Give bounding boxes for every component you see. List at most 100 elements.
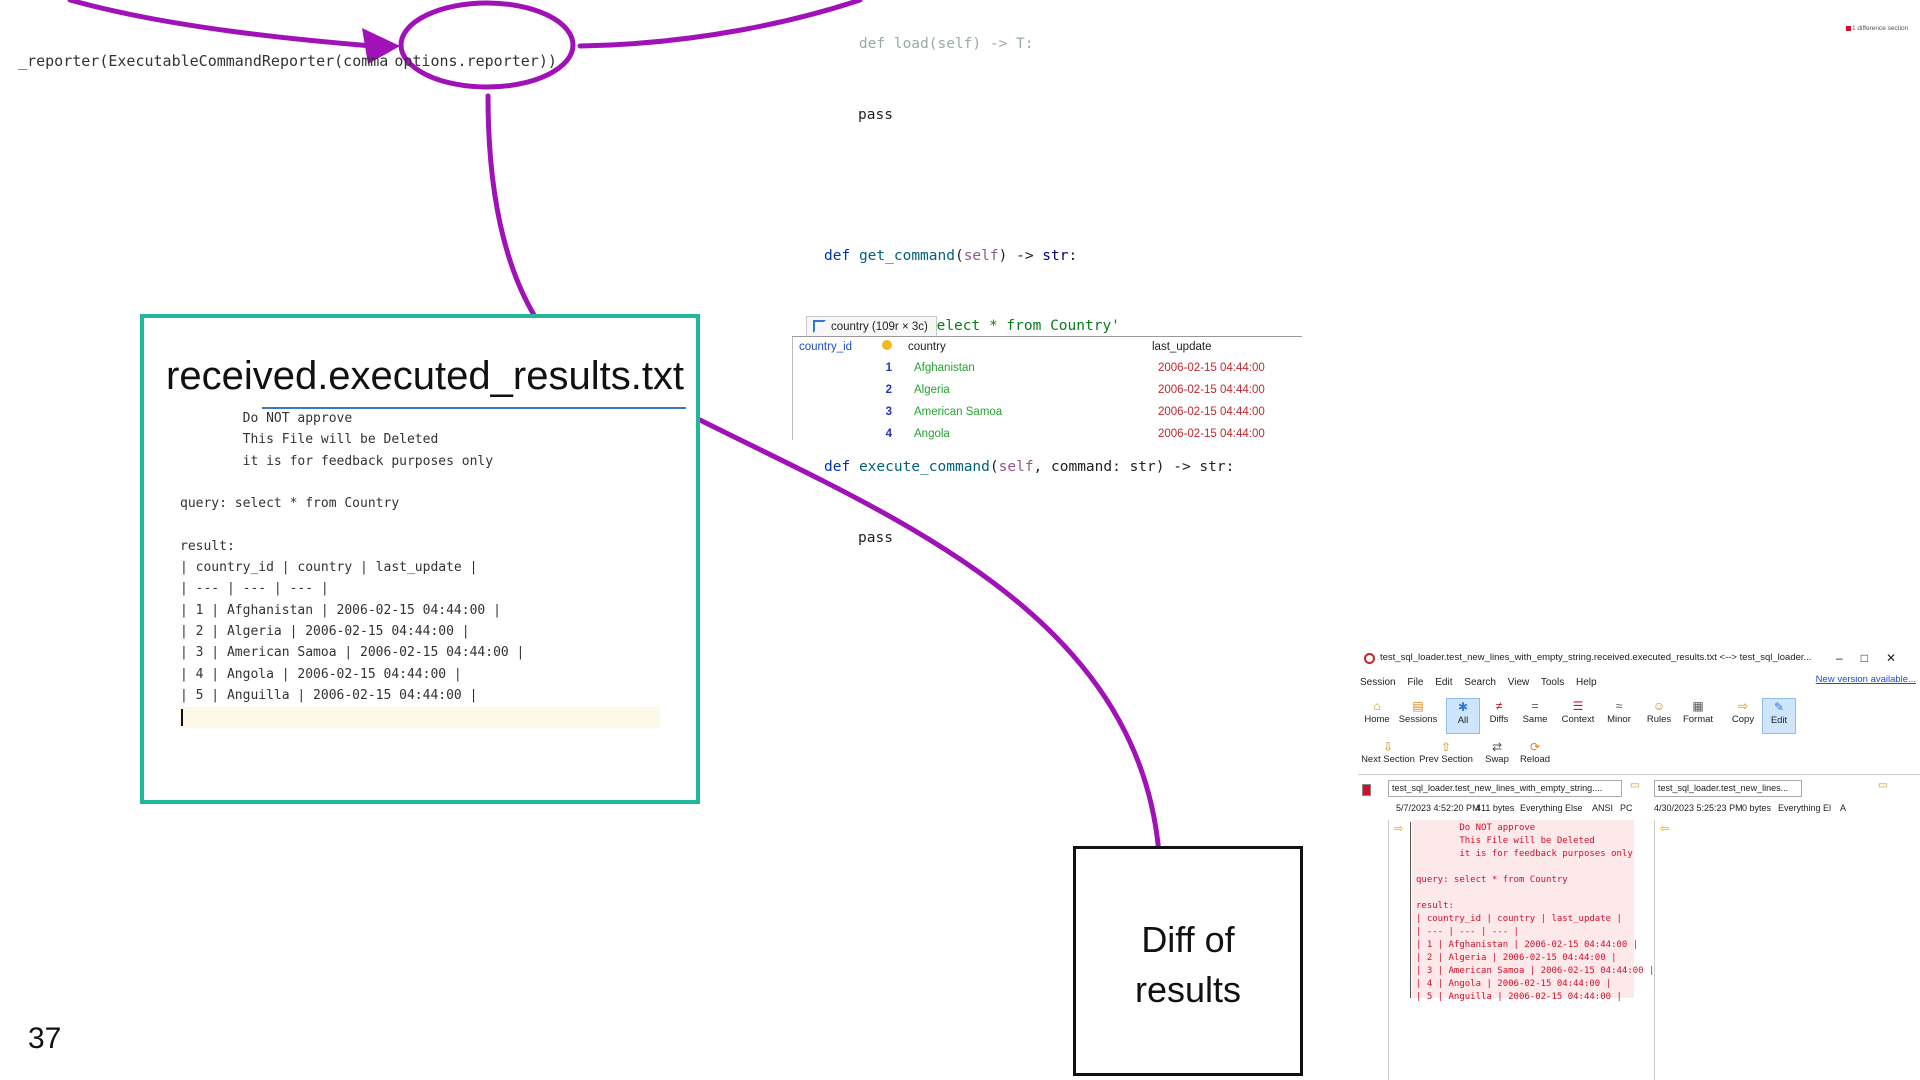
menu-file[interactable]: File — [1407, 677, 1424, 688]
sessions-icon: ▤ — [1412, 699, 1424, 713]
toolbar-label: Same — [1522, 714, 1548, 725]
minor-icon: ≈ — [1615, 699, 1623, 713]
left-diff-pane[interactable] — [1388, 820, 1639, 1080]
code-left-tail: options.reporter)) — [394, 52, 557, 70]
reload-button[interactable]: ⟳Reload — [1518, 740, 1552, 770]
left-file-encoding: ANSI — [1592, 803, 1614, 813]
cell-last-update: 2006-02-15 04:44:00 — [1158, 428, 1265, 440]
toolbar-label: Edit — [1770, 715, 1788, 726]
next-section-button[interactable]: ⇩Next Section — [1360, 740, 1416, 770]
diff-box-label: Diff of results — [1076, 915, 1300, 1015]
code-fn-get-command: get_command — [858, 247, 955, 264]
code-fragment-right: def load(self) -> T: pass def get_comman… — [824, 0, 1284, 546]
code-fragment-left: _reporter(ExecutableCommandReporter(comm… — [0, 34, 557, 70]
same-icon: = — [1531, 699, 1539, 713]
folder-open-icon-right[interactable]: ▭ — [1878, 780, 1888, 791]
folder-open-icon[interactable]: ▭ — [1630, 780, 1640, 791]
toolbar-minor-button[interactable]: ≈Minor — [1602, 698, 1636, 734]
all-icon: ✱ — [1457, 700, 1469, 714]
toolbar-label: Context — [1561, 714, 1595, 725]
toolbar-all-button[interactable]: ✱All — [1446, 698, 1480, 734]
maximize-icon[interactable]: □ — [1860, 651, 1886, 665]
grid-tab-country[interactable]: country (109r × 3c) — [806, 316, 937, 337]
table-row[interactable]: 2 Algeria 2006-02-15 04:44:00 — [792, 380, 1302, 402]
menu-edit[interactable]: Edit — [1435, 677, 1453, 688]
toolbar-label: Copy — [1731, 714, 1755, 725]
right-file-combo[interactable]: test_sql_loader.test_new_lines... — [1654, 780, 1802, 797]
left-file-combo[interactable]: test_sql_loader.test_new_lines_with_empt… — [1388, 780, 1622, 797]
right-file-format: Everything El — [1778, 803, 1832, 813]
cell-last-update: 2006-02-15 04:44:00 — [1158, 384, 1265, 396]
table-row[interactable]: 3 American Samoa 2006-02-15 04:44:00 — [792, 402, 1302, 424]
copy-icon: ⇨ — [1737, 699, 1749, 713]
cell-country: Angola — [914, 428, 950, 440]
toolbar-copy-button[interactable]: ⇨Copy — [1726, 698, 1760, 734]
top-right-panel-fragment — [1836, 0, 1920, 40]
toolbar-rules-button[interactable]: ☺Rules — [1642, 698, 1676, 734]
grid-header-row: country_id country last_update — [792, 336, 1302, 359]
reload-icon: ⟳ — [1529, 740, 1541, 754]
table-icon — [813, 320, 826, 333]
table-row[interactable]: 4 Angola 2006-02-15 04:44:00 — [792, 424, 1302, 440]
table-row[interactable]: 1 Afghanistan 2006-02-15 04:44:00 — [792, 358, 1302, 380]
cell-country: Algeria — [914, 384, 950, 396]
toolbar-label: Prev Section — [1419, 754, 1473, 765]
card-file-content: Do NOT approve This File will be Deleted… — [180, 411, 525, 703]
window-controls: –□✕ — [1836, 646, 1914, 670]
code-line-get-command: def get_command(self) -> str: — [824, 247, 1078, 264]
toolbar-home-button[interactable]: ⌂Home — [1358, 698, 1396, 734]
cell-country-id: 4 — [885, 428, 892, 440]
toolbar-edit-button[interactable]: ✎Edit — [1762, 698, 1796, 734]
toolbar-format-button[interactable]: ▦Format — [1678, 698, 1718, 734]
new-version-link[interactable]: New version available... — [1815, 674, 1916, 685]
column-header-last-update[interactable]: last_update — [1152, 341, 1212, 353]
code-fn-execute-command: execute_command — [858, 459, 990, 475]
toolbar-label: Format — [1682, 714, 1714, 725]
code-left-text: _reporter(ExecutableCommandReporter(comm… — [18, 52, 389, 70]
current-line-highlight — [180, 707, 660, 728]
prev-section-button[interactable]: ⇧Prev Section — [1418, 740, 1474, 770]
code-arrow: ) -> — [998, 247, 1043, 264]
window-title-bar: test_sql_loader.test_new_lines_with_empt… — [1358, 646, 1920, 670]
toolbar-same-button[interactable]: =Same — [1518, 698, 1552, 734]
window-title: test_sql_loader.test_new_lines_with_empt… — [1380, 652, 1812, 663]
close-icon[interactable]: ✕ — [1885, 651, 1914, 665]
format-icon: ▦ — [1692, 699, 1704, 713]
menu-tools[interactable]: Tools — [1540, 677, 1565, 688]
column-header-country-id[interactable]: country_id — [799, 341, 853, 353]
toolbar-label: Home — [1364, 714, 1390, 725]
toolbar-label: Rules — [1646, 714, 1672, 725]
left-diff-content: Do NOT approve This File will be Deleted… — [1416, 823, 1655, 1002]
code-line-execute-command: def execute_command(self, command: str) … — [824, 459, 1235, 475]
menu-session[interactable]: Session — [1360, 677, 1396, 688]
column-header-country[interactable]: country — [908, 341, 946, 353]
code-type-str: str — [1042, 247, 1069, 264]
difference-count-note: 1 difference section — [1852, 25, 1909, 32]
grid-tab-label: country (109r × 3c) — [831, 321, 928, 333]
diff-box-line-2: results — [1134, 969, 1242, 1010]
cell-country-id: 1 — [885, 362, 892, 374]
minimize-icon[interactable]: – — [1836, 651, 1861, 665]
toolbar-diffs-button[interactable]: ≠Diffs — [1482, 698, 1516, 734]
code-self-2: self — [998, 459, 1034, 475]
right-file-encoding: A — [1840, 803, 1847, 813]
menu-view[interactable]: View — [1507, 677, 1530, 688]
left-file-date: 5/7/2023 4:52:20 PM — [1396, 803, 1480, 813]
diff-gutter — [1410, 822, 1411, 998]
right-file-size: 0 bytes — [1742, 803, 1772, 813]
toolbar-context-button[interactable]: ☰Context — [1556, 698, 1600, 734]
right-diff-pane[interactable] — [1654, 820, 1920, 1080]
left-file-line-ending: PC — [1620, 803, 1633, 813]
left-file-size: 411 bytes — [1476, 803, 1515, 813]
code-line-load: def load(self) -> T: — [824, 36, 1034, 52]
edit-icon: ✎ — [1773, 700, 1785, 714]
right-file-date: 4/30/2023 5:25:23 PM — [1654, 803, 1743, 813]
menu-search[interactable]: Search — [1464, 677, 1496, 688]
swap-button[interactable]: ⇄Swap — [1482, 740, 1512, 770]
toolbar-sessions-button[interactable]: ▤Sessions — [1396, 698, 1440, 734]
rules-icon: ☺ — [1652, 699, 1666, 713]
code-line-pass: pass — [858, 106, 893, 123]
diff-of-results-box: Diff of results — [1073, 846, 1303, 1076]
grid-left-border — [792, 336, 793, 440]
menu-help[interactable]: Help — [1576, 677, 1597, 688]
